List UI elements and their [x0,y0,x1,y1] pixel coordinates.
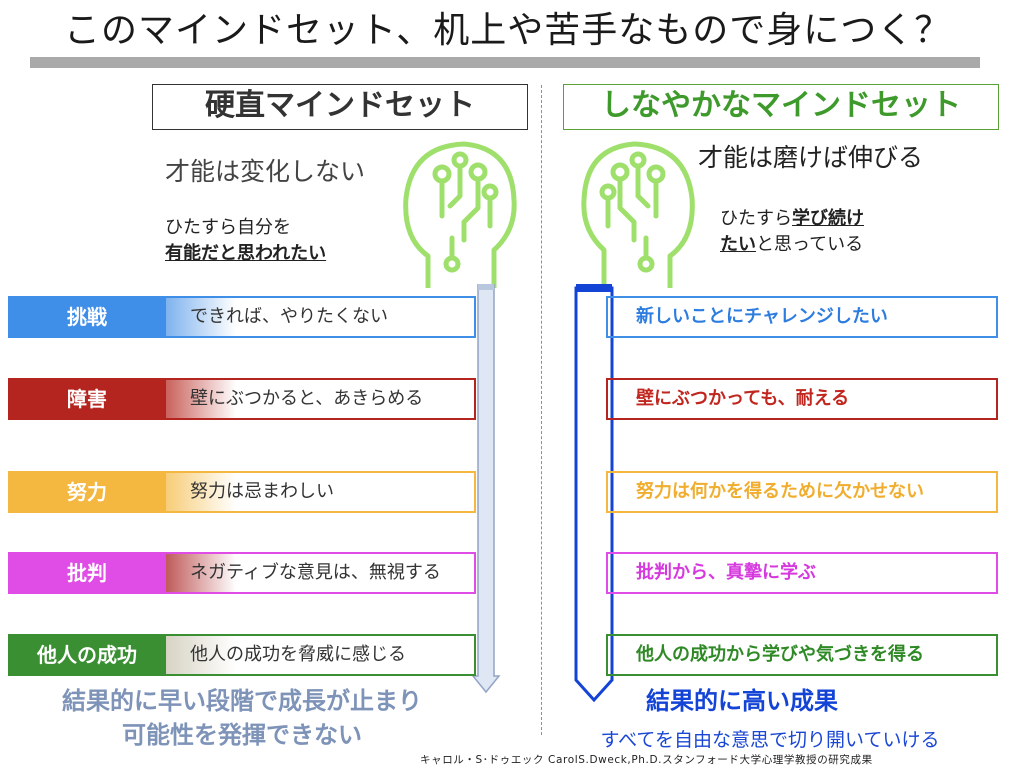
row-growth-effort: 努力は何かを得るために欠かせない [606,471,998,513]
row-fixed-others-success: 他人の成功を脅威に感じる [166,634,476,676]
row-fixed-obstacle: 壁にぶつかると、あきらめる [166,378,476,420]
fixed-result-line1: 結果的に早い段階で成長が止まり [62,687,422,715]
fixed-description: ひたすら自分を 有能だと思われたい [165,215,326,267]
growth-mindset-header: しなやかなマインドセット [563,84,999,130]
center-divider [541,85,542,735]
fixed-tagline: 才能は変化しない [165,157,366,186]
row-fixed-challenge: できれば、やりたくない [166,296,476,338]
row-growth-challenge: 新しいことにチャレンジしたい [606,296,998,338]
row-growth-obstacle: 壁にぶつかっても、耐える [606,378,998,420]
row-label-effort: 努力 [8,471,166,513]
growth-description: ひたすら学び続け たいと思っている [720,206,864,258]
row-label-criticism: 批判 [8,552,166,594]
growth-description-part-d: と思っている [756,234,864,255]
fixed-description-line1: ひたすら自分を [165,217,291,238]
row-label-challenge: 挑戦 [8,296,166,338]
growth-result-subtitle: すべてを自由な意思で切り開いていける [600,729,940,751]
row-label-obstacle: 障害 [8,378,166,420]
title-divider [30,57,980,68]
circuit-head-icon-left [403,141,517,288]
growth-description-emphasis-2: たい [720,234,756,255]
fixed-description-line2: 有能だと思われたい [165,243,327,264]
fixed-result-line2: 可能性を発揮できない [122,721,362,749]
row-growth-others-success: 他人の成功から学びや気づきを得る [606,634,998,676]
fixed-arrow-icon [471,284,501,694]
page-title: このマインドセット、机上や苦手なもので身につく？ [64,10,952,51]
circuit-head-icon-right [581,141,695,288]
fixed-mindset-header: 硬直マインドセット [152,84,528,130]
growth-result: 結果的に高い成果 [646,687,838,715]
growth-description-part-a: ひたすら [720,208,792,229]
row-growth-criticism: 批判から、真摯に学ぶ [606,552,998,594]
row-label-others-success: 他人の成功 [8,634,166,676]
row-fixed-criticism: ネガティブな意見は、無視する [166,552,476,594]
row-fixed-effort: 努力は忌まわしい [166,471,476,513]
growth-description-emphasis: 学び続け [792,208,864,229]
source-credit: キャロル・S･ドゥエック CarolS.Dweck,Ph.D.スタンフォード大学… [420,754,873,766]
growth-tagline: 才能は磨けば伸びる [698,143,924,172]
growth-arrow-icon [574,284,614,702]
fixed-result: 結果的に早い段階で成長が止まり 可能性を発揮できない [22,684,462,752]
